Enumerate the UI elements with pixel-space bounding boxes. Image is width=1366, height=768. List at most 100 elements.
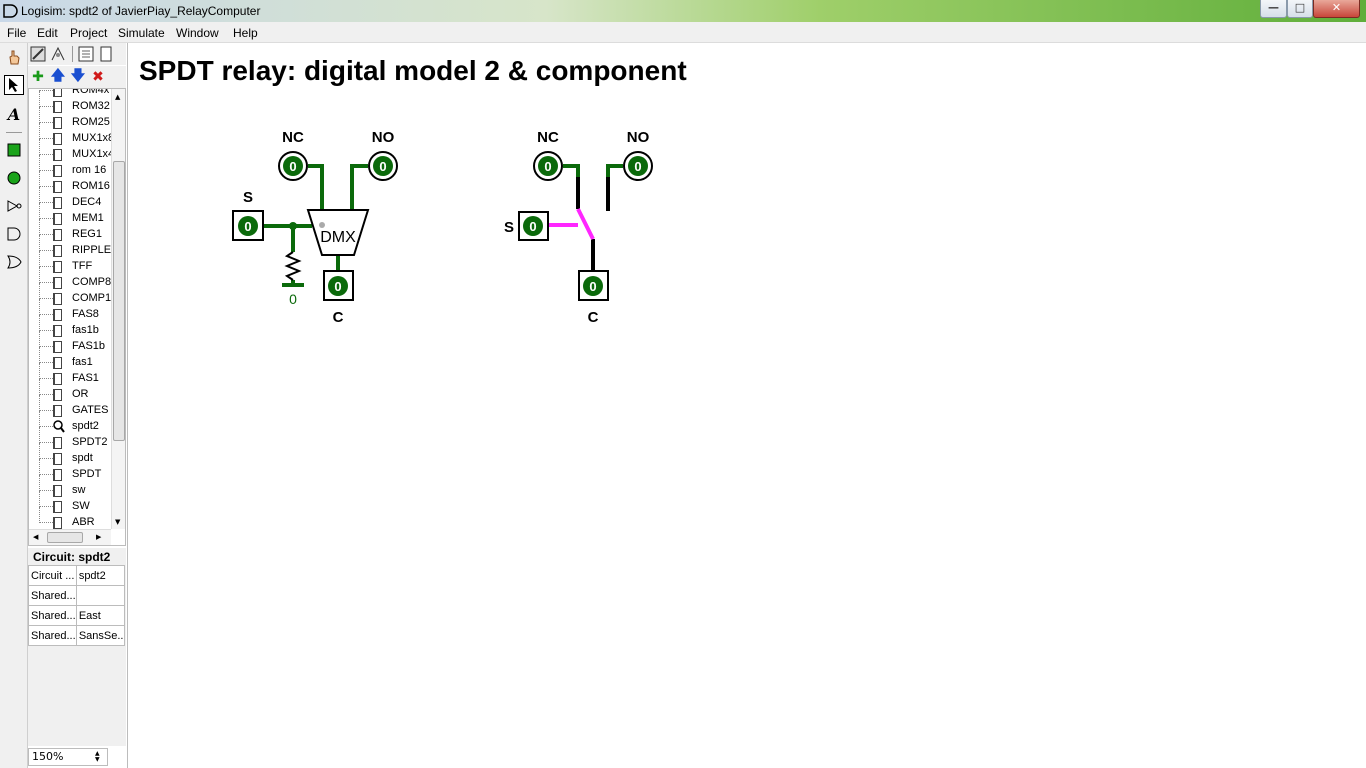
select-tool-icon[interactable]: [4, 75, 24, 95]
circuit-list-item[interactable]: MEM1: [29, 203, 113, 227]
attribute-row[interactable]: Shared...: [28, 585, 126, 606]
circuit-list-item[interactable]: ABR: [29, 507, 113, 531]
tree-connector: [39, 331, 40, 347]
remove-circuit-icon[interactable]: ✖: [92, 69, 104, 85]
circuit-list-item[interactable]: ROM25: [29, 107, 113, 131]
circuit-name: SPDT: [72, 468, 102, 480]
circuit-name: COMP8: [72, 276, 112, 288]
tree-connector: [39, 394, 53, 395]
menu-project[interactable]: Project: [70, 26, 108, 40]
move-up-icon[interactable]: 🡅: [50, 68, 66, 84]
circuit-list-item[interactable]: MUX1x4: [29, 139, 114, 163]
tree-connector: [39, 266, 53, 267]
circuit-list-item[interactable]: RIPPLE: [29, 235, 113, 259]
circuit-list-item[interactable]: ROM32: [29, 91, 113, 115]
layout-view-icon[interactable]: [78, 46, 94, 62]
output-pin-icon[interactable]: [4, 168, 24, 188]
move-down-icon[interactable]: 🡇: [70, 68, 86, 84]
text-tool-icon[interactable]: A: [7, 104, 21, 124]
circuit-list-item[interactable]: fas1: [29, 347, 113, 371]
minimize-button[interactable]: —: [1260, 0, 1287, 18]
circuit-list-item[interactable]: COMP8: [29, 267, 113, 291]
tree-connector: [39, 283, 40, 299]
tree-connector: [39, 459, 40, 475]
add-circuit-icon[interactable]: ✚: [32, 69, 44, 85]
menu-window[interactable]: Window: [176, 26, 219, 40]
explorer-horizontal-scrollbar[interactable]: ◀ ▶: [29, 529, 111, 545]
circuit-list-item[interactable]: rom 16: [29, 155, 113, 179]
toolbar-separator: [72, 46, 73, 62]
attribute-row[interactable]: Circuit ... spdt2: [28, 565, 126, 586]
circuit-name: FAS1: [72, 372, 99, 384]
circuit-list-item[interactable]: sw: [29, 475, 113, 499]
circuit-list-item[interactable]: DEC4: [29, 187, 113, 211]
input-pin-icon[interactable]: [4, 140, 24, 160]
attribute-value[interactable]: East: [75, 605, 126, 626]
circuit-name: REG1: [72, 228, 102, 240]
circuit-canvas[interactable]: SPDT relay: digital model 2 & component: [127, 43, 1366, 768]
circuit-list-item[interactable]: ROM4x: [29, 89, 113, 99]
explorer-vertical-scrollbar[interactable]: ▲ ▼: [111, 89, 125, 529]
scroll-up-icon[interactable]: ▲: [115, 93, 121, 101]
dmx-label: DMX: [320, 229, 356, 246]
tree-connector: [39, 298, 53, 299]
circuit-list-item[interactable]: spdt2: [29, 411, 113, 435]
close-button[interactable]: ✕: [1313, 0, 1360, 18]
circuit-list-item[interactable]: FAS1: [29, 363, 113, 387]
menu-help[interactable]: Help: [233, 26, 258, 40]
pin-no-left[interactable]: [368, 151, 398, 181]
label-s-left: S: [243, 189, 253, 206]
scroll-thumb[interactable]: [113, 161, 125, 441]
zoom-spinner-icon[interactable]: ▲▼: [95, 750, 100, 763]
circuit-list-item[interactable]: spdt: [29, 443, 113, 467]
zoom-field[interactable]: 150%: [28, 748, 108, 766]
circuit-list-item[interactable]: TFF: [29, 251, 113, 275]
pin-s-left[interactable]: [232, 210, 264, 241]
subcircuit-icon: [53, 165, 62, 177]
maximize-button[interactable]: □: [1287, 0, 1313, 18]
scroll-down-icon[interactable]: ▼: [115, 518, 121, 526]
circuit-list-item[interactable]: GATES: [29, 395, 113, 419]
tree-connector: [39, 443, 40, 459]
not-gate-icon[interactable]: [4, 196, 24, 216]
circuit-list-item[interactable]: FAS8: [29, 299, 113, 323]
circuit-list-item[interactable]: SPDT: [29, 459, 113, 483]
circuit-list-item[interactable]: fas1b: [29, 315, 113, 339]
attribute-value[interactable]: spdt2: [75, 565, 126, 586]
pin-c-left[interactable]: [323, 270, 354, 301]
circuit-list-item[interactable]: REG1: [29, 219, 113, 243]
attribute-value[interactable]: SansSe...: [75, 625, 126, 646]
tree-connector: [39, 378, 53, 379]
pin-nc-left[interactable]: [278, 151, 308, 181]
circuit-name: FAS8: [72, 308, 99, 320]
attribute-row[interactable]: Shared... East: [28, 605, 126, 626]
circuit-list-item[interactable]: COMP1: [29, 283, 113, 307]
circuit-list-item[interactable]: FAS1b: [29, 331, 113, 355]
menu-edit[interactable]: Edit: [37, 26, 58, 40]
circuit-list-item[interactable]: SW: [29, 491, 113, 515]
appearance-view-icon[interactable]: [98, 46, 114, 62]
circuit-list-item[interactable]: ROM16: [29, 171, 113, 195]
pin-c-right[interactable]: [578, 270, 609, 301]
or-gate-icon[interactable]: [4, 252, 24, 272]
menu-file[interactable]: File: [7, 26, 27, 40]
attribute-row[interactable]: Shared... SansSe...: [28, 625, 126, 646]
circuit-name: rom 16: [72, 164, 107, 176]
scroll-right-icon[interactable]: ▶: [96, 533, 102, 541]
menu-simulate[interactable]: Simulate: [118, 26, 165, 40]
circuit-list-item[interactable]: OR: [29, 379, 113, 403]
and-gate-icon[interactable]: [4, 224, 24, 244]
toolbox-view-icon[interactable]: [30, 46, 46, 62]
poke-tool-icon[interactable]: [4, 47, 24, 67]
label-c-left: C: [333, 309, 344, 326]
attribute-value[interactable]: [75, 585, 126, 606]
pin-no-right[interactable]: [623, 151, 653, 181]
simulation-tree-icon[interactable]: [50, 46, 66, 62]
circuit-list-item[interactable]: SPDT2: [29, 427, 113, 451]
scroll-thumb[interactable]: [47, 532, 83, 543]
tree-connector: [39, 154, 53, 155]
scroll-left-icon[interactable]: ◀: [33, 533, 39, 541]
pin-nc-right[interactable]: [533, 151, 563, 181]
pin-s-right[interactable]: [518, 211, 549, 241]
circuit-list-item[interactable]: MUX1x8: [29, 123, 114, 147]
